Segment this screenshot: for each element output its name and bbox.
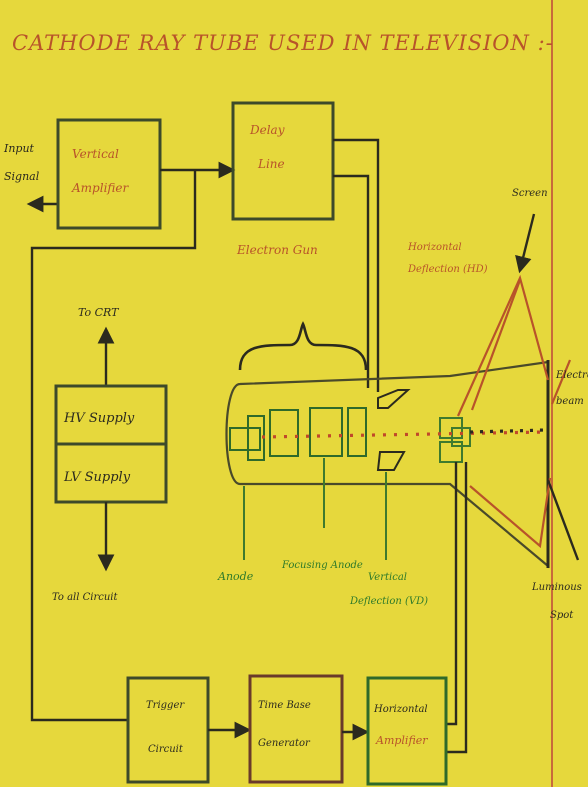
vd-plate-top	[378, 390, 408, 408]
luminous-spot-label-2: Spot	[550, 610, 574, 621]
horizontal-amplifier-label-2: Amplifier	[375, 734, 428, 747]
trigger-circuit-label-2: Circuit	[148, 744, 184, 755]
anode-plate	[230, 428, 260, 450]
input-signal-label-2: Signal	[4, 170, 40, 183]
electron-gun-label: Electron Gun	[236, 243, 318, 257]
hv-supply-label: HV Supply	[63, 411, 135, 426]
vertical-amplifier-label-2: Amplifier	[71, 181, 130, 195]
electron-beam-label-1: Electron	[555, 370, 588, 381]
vertical-deflection-label-1: Vertical	[368, 572, 407, 583]
electron-beam	[262, 432, 546, 437]
horizontal-amplifier-box	[368, 678, 446, 784]
anode-label: Anode	[217, 570, 254, 583]
anode-cathode	[248, 416, 264, 460]
horizontal-amplifier-label-1: Horizontal	[373, 704, 428, 715]
horizontal-deflection-pointer	[458, 278, 548, 416]
vertical-amplifier-label-1: Vertical	[72, 147, 119, 161]
electron-beam-end	[470, 430, 546, 432]
screen-label: Screen	[512, 188, 548, 199]
screen-arrow	[520, 214, 534, 270]
focusing-anode-label: Focusing Anode	[281, 560, 363, 571]
time-base-generator-box	[250, 676, 342, 782]
to-all-circuit-label: To all Circuit	[52, 592, 118, 603]
crt-envelope	[227, 362, 549, 566]
time-base-label-1: Time Base	[258, 700, 311, 711]
lv-supply-label: LV Supply	[63, 470, 131, 485]
screen-pointer	[472, 280, 520, 410]
vd-plate-bottom	[378, 452, 404, 470]
delay-line-label-1: Delay	[249, 123, 285, 137]
focusing-anode-1	[270, 410, 298, 456]
electron-gun-brace	[240, 324, 366, 370]
luminous-spot-label-1: Luminous	[531, 582, 582, 593]
trigger-circuit-label-1: Trigger	[146, 700, 185, 711]
to-crt-label: To CRT	[78, 306, 120, 319]
delay-line-label-2: Line	[257, 157, 285, 171]
diagram-title: CATHODE RAY TUBE USED IN TELEVISION :-	[12, 31, 554, 55]
delay-to-vd-wire-1	[333, 140, 378, 392]
horizontal-deflection-label-2: Deflection (HD)	[407, 264, 488, 275]
input-signal-label-1: Input	[3, 142, 35, 155]
trigger-circuit-box	[128, 678, 208, 782]
focusing-anode-3	[348, 408, 366, 456]
time-base-label-2: Generator	[258, 738, 311, 749]
electron-beam-label-2: beam	[556, 396, 584, 407]
vertical-deflection-label-2: Deflection (VD)	[349, 596, 428, 607]
focusing-anode-2	[310, 408, 342, 456]
vertical-amplifier-box	[58, 120, 160, 228]
horizontal-deflection-label-1: Horizontal	[407, 242, 462, 253]
